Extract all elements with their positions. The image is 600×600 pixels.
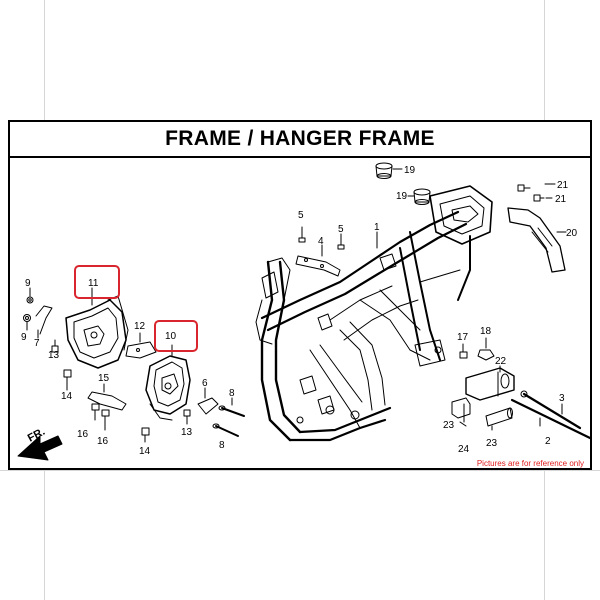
callout-label: 5 [298, 210, 304, 221]
callout-label: 16 [97, 436, 109, 447]
callout-label: 22 [495, 356, 507, 367]
callout-label: 11 [88, 278, 99, 289]
callout-label: 21 [557, 180, 569, 191]
reference-footnote: Pictures are for reference only [476, 459, 584, 468]
direction-arrow-icon [17, 435, 63, 461]
callout-label: 16 [77, 429, 89, 440]
right-side-parts [451, 337, 592, 440]
part-10-hanger-frame [145, 344, 191, 421]
callout-label: 2 [545, 436, 551, 447]
part-12-plate [125, 332, 157, 359]
callout-label: 4 [318, 236, 324, 247]
callout-label: 9 [21, 332, 27, 343]
callout-label: 5 [338, 224, 344, 235]
page-title: FRAME / HANGER FRAME [165, 127, 435, 150]
callout-label: 21 [555, 194, 567, 205]
callout-label: 17 [457, 332, 469, 343]
callout-label: 9 [25, 278, 31, 289]
callout-label: 14 [139, 446, 151, 457]
callout-label: 19 [404, 165, 416, 176]
callout-label: 24 [458, 444, 470, 455]
part-5-bolts [298, 226, 345, 250]
grid-line [0, 470, 600, 471]
part-20-rear-bracket [507, 183, 567, 273]
title-bar: FRAME / HANGER FRAME [10, 122, 590, 158]
part-15-plate [87, 383, 127, 411]
callout-label: 12 [134, 321, 146, 332]
callout-label: 20 [566, 228, 578, 239]
callout-label: 13 [48, 350, 60, 361]
callout-label: 13 [181, 427, 193, 438]
part-6-and-8 [197, 387, 245, 437]
highlight-box-10 [154, 320, 198, 352]
callout-label: 1 [374, 222, 380, 233]
part-19-bushings [375, 162, 431, 205]
highlight-box-11 [74, 265, 120, 299]
callout-label: 10 [165, 331, 177, 342]
callout-label: 23 [443, 420, 455, 431]
callout-label: 14 [61, 391, 73, 402]
callout-label: 15 [98, 373, 110, 384]
callout-label: 7 [34, 338, 40, 349]
callout-label: 6 [202, 378, 208, 389]
part-4-bracket [295, 244, 341, 277]
callout-label: 19 [396, 191, 408, 202]
callout-label: 18 [480, 326, 492, 337]
callout-labels: 19 19 21 21 20 5 5 4 1 9 9 7 11 13 12 10… [21, 165, 578, 457]
small-fasteners-left [23, 287, 191, 443]
callout-label: 3 [559, 393, 565, 404]
callout-label: 8 [229, 388, 235, 399]
part-11-hanger-frame [65, 287, 129, 369]
callout-label: 8 [219, 440, 225, 451]
parts-diagram-sheet: FRAME / HANGER FRAME Pictures are for re… [8, 120, 592, 470]
main-frame [255, 185, 493, 442]
callout-label: 23 [486, 438, 498, 449]
